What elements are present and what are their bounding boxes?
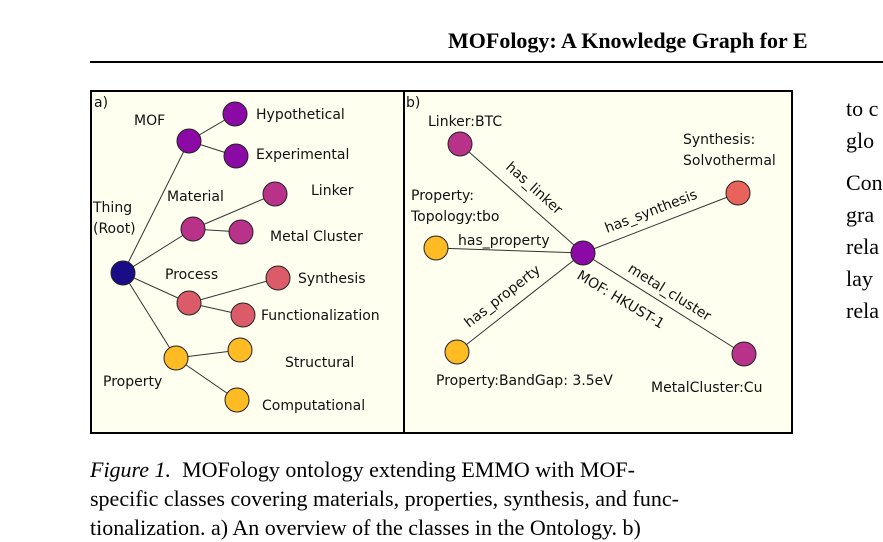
edge-root-material [122, 228, 194, 274]
label-metal-cu: MetalCluster:Cu [651, 380, 762, 396]
node-hkust-1 [570, 240, 596, 266]
panel-a-label: a) [94, 95, 108, 111]
label-topology-line2: Topology:tbo [410, 209, 499, 225]
label-mof: MOF [134, 113, 165, 129]
node-solvothermal [725, 180, 751, 206]
edge-hkust-bandgap [456, 252, 584, 353]
figure-1: a) b) [90, 90, 793, 434]
label-root-line2: (Root) [93, 221, 136, 237]
right-col-line-3: Con [846, 170, 883, 195]
figure-caption: Figure 1. MOFology ontology extending EM… [90, 455, 798, 542]
label-synthesis-line2: Solvothermal [683, 153, 776, 169]
edge-label-has-property-topology: has_property [458, 233, 550, 249]
node-functionalization [230, 302, 256, 328]
right-col-line-6: lay [846, 266, 873, 291]
node-mof [176, 128, 202, 154]
node-bandgap [444, 339, 470, 365]
label-computational: Computational [262, 398, 365, 414]
node-metal-cu [731, 341, 757, 367]
edge-root-property [122, 272, 177, 359]
label-synthesis-line1: Synthesis: [683, 132, 755, 148]
edge-root-mof [122, 140, 190, 274]
label-linker: Linker [311, 183, 354, 199]
node-hypothetical [222, 101, 248, 127]
edge-hkust-synthesis [582, 192, 739, 254]
label-synthesis: Synthesis [298, 271, 366, 287]
label-linker-btc: Linker:BTC [428, 114, 502, 130]
node-root [110, 260, 136, 286]
label-metal-cluster: Metal Cluster [270, 229, 363, 245]
header-rule [90, 61, 883, 63]
label-material: Material [167, 189, 224, 205]
right-col-line-5: rela [846, 234, 879, 259]
edge-hkust-topology [435, 247, 584, 254]
right-col-line-7: rela [846, 298, 879, 323]
edge-process-synthesis [188, 277, 279, 304]
label-hypothetical: Hypothetical [256, 107, 345, 123]
right-col-line-4: gra [846, 202, 875, 227]
caption-line-1: Figure 1. MOFology ontology extending EM… [90, 455, 798, 484]
label-property: Property [103, 374, 162, 390]
node-material [180, 216, 206, 242]
label-topology-line1: Property: [411, 188, 474, 204]
panel-b-nodes [423, 131, 757, 367]
node-topology [423, 235, 449, 261]
right-col-line-2: glo [846, 128, 875, 153]
label-process: Process [165, 267, 218, 283]
right-col-line-1: to c [846, 96, 879, 121]
caption-line-3: tionalization. a) An overview of the cla… [90, 515, 641, 540]
label-bandgap: Property:BandGap: 3.5eV [436, 373, 613, 389]
edge-hkust-linker [459, 143, 584, 254]
node-synthesis [265, 265, 291, 291]
node-experimental [223, 143, 249, 169]
label-structural: Structural [285, 355, 354, 371]
node-metal-cluster [228, 219, 254, 245]
panel-b-label: b) [406, 95, 420, 111]
node-property [163, 345, 189, 371]
label-functionalization: Functionalization [261, 308, 380, 324]
edge-material-linker [192, 193, 276, 230]
label-root-line1: Thing [92, 200, 132, 216]
node-structural [227, 337, 253, 363]
node-linker [262, 181, 288, 207]
running-header: MOFology: A Knowledge Graph for E [448, 28, 808, 53]
node-linker-btc [447, 131, 473, 157]
panel-b-edges [435, 143, 745, 355]
caption-label: Figure 1. [90, 457, 172, 482]
node-computational [224, 387, 250, 413]
panel-a-nodes [110, 101, 291, 413]
figure-svg: a) b) [90, 90, 793, 434]
right-column-text: to c glo Con gra rela lay rela [846, 93, 883, 327]
node-process [176, 290, 202, 316]
panel-a-background [90, 90, 405, 434]
label-experimental: Experimental [256, 147, 349, 163]
edge-hkust-metal [582, 252, 745, 355]
caption-text-1: MOFology ontology extending EMMO with MO… [182, 457, 635, 482]
caption-line-2: specific classes covering materials, pro… [90, 486, 679, 511]
